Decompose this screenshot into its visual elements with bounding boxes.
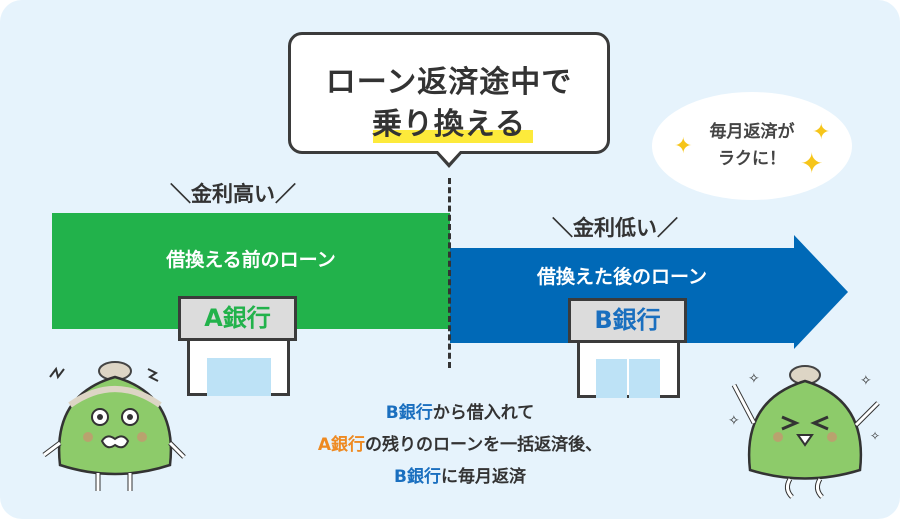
new-loan-label: 借換えた後のローン [536,266,708,288]
bank-b-ref: B銀行 [385,403,433,423]
explanation-text: から借入れて [432,403,535,423]
svg-text:✧: ✧ [870,429,880,443]
bank-b-window-left [596,359,627,398]
previous-loan-label: 借換える前のローン [166,249,336,271]
bank-b-building [577,340,680,398]
happy-purse-character-icon: ✧ ✧ ✧ ✧ [728,365,880,499]
benefit-callout: 毎月返済が ラクに！ ✦ ✦ ✦ [652,92,852,200]
bank-a-sign: A銀行 [178,296,297,341]
benefit-line2: ラクに！ [718,149,786,169]
low-rate-label: ＼金利低い／ [552,216,678,240]
previous-loan-bar: 借換える前のローン [52,213,450,329]
sparkle-icon: ✦ [674,134,693,159]
sparkle-icon: ✦ [812,120,831,145]
worried-purse-character-icon [42,361,186,491]
headline-bubble: ローン返済途中で 乗り換える [288,32,610,154]
headline-line2-text: 乗り換える [371,107,527,142]
arrow-head-icon [794,235,848,349]
bank-b-ref: B銀行 [394,467,441,487]
bank-a-ref: A銀行 [317,435,365,455]
bank-a-building [187,338,290,396]
svg-text:✧: ✧ [748,371,760,387]
svg-text:✧: ✧ [860,373,872,389]
benefit-line1: 毎月返済が [709,122,795,142]
sparkle-icon: ✦ [800,147,824,180]
high-rate-label: ＼金利高い／ [170,182,296,206]
explanation-line2: A銀行の残りのローンを一括返済後、 [250,430,670,455]
bank-b-sign: B銀行 [568,298,687,343]
bubble-tail-inner [437,150,461,163]
svg-text:✧: ✧ [728,413,740,429]
explanation-line1: B銀行から借入れて [250,398,670,423]
bank-b-window-right [629,359,660,398]
switch-point-divider [448,178,451,368]
explanation-text: の残りのローンを一括返済後、 [365,435,603,455]
explanation-text: に毎月返済 [440,467,526,487]
headline-line1: ローン返済途中で [325,65,573,100]
headline-highlight [373,130,533,143]
explanation-line3: B銀行に毎月返済 [250,462,670,487]
headline-line2: 乗り換える [291,99,607,143]
bank-a-window [207,358,271,396]
